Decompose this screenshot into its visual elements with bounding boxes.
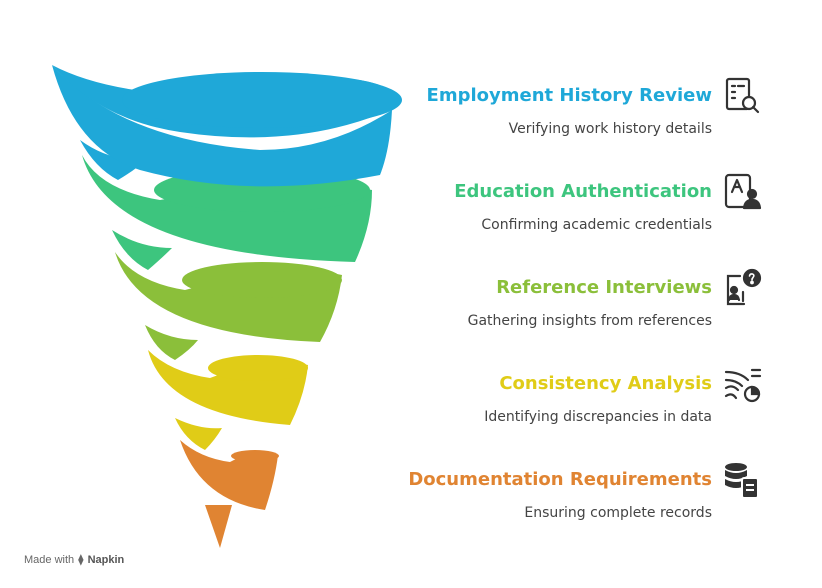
stage-description: Gathering insights from references bbox=[467, 313, 712, 329]
funnel-graphic bbox=[52, 65, 402, 548]
document-search-icon bbox=[722, 76, 762, 116]
stage-title: Consistency Analysis bbox=[499, 373, 712, 394]
database-document-icon bbox=[722, 460, 762, 500]
stage-title: Reference Interviews bbox=[496, 277, 712, 298]
stage-title: Employment History Review bbox=[426, 85, 712, 106]
stage-description: Ensuring complete records bbox=[524, 505, 712, 521]
stage-title: Education Authentication bbox=[454, 181, 712, 202]
stage-title: Documentation Requirements bbox=[408, 469, 712, 490]
stage-employment-history: Employment History Review Verifying work… bbox=[272, 85, 712, 138]
stage-documentation-requirements: Documentation Requirements Ensuring comp… bbox=[272, 469, 712, 522]
made-with-label: Made with bbox=[24, 553, 75, 566]
funnel-band-reference bbox=[115, 252, 342, 360]
stage-education-authentication: Education Authentication Confirming acad… bbox=[272, 181, 712, 234]
stage-description: Verifying work history details bbox=[508, 121, 712, 137]
stage-description: Identifying discrepancies in data bbox=[484, 409, 712, 425]
stage-consistency-analysis: Consistency Analysis Identifying discrep… bbox=[272, 373, 712, 426]
funnel-band-employment bbox=[52, 65, 402, 187]
footer-credit: Made with ⧫ Napkin bbox=[24, 553, 125, 567]
question-user-icon bbox=[722, 268, 762, 308]
brand-name: Napkin bbox=[87, 553, 125, 566]
funnel-band-documentation bbox=[180, 440, 279, 548]
data-streams-chart-icon bbox=[722, 364, 762, 404]
credential-user-icon bbox=[722, 172, 762, 212]
stage-reference-interviews: Reference Interviews Gathering insights … bbox=[272, 277, 712, 330]
napkin-logo-icon: ⧫ bbox=[78, 554, 84, 566]
funnel-band-consistency bbox=[148, 350, 308, 450]
stage-description: Confirming academic credentials bbox=[481, 217, 712, 233]
